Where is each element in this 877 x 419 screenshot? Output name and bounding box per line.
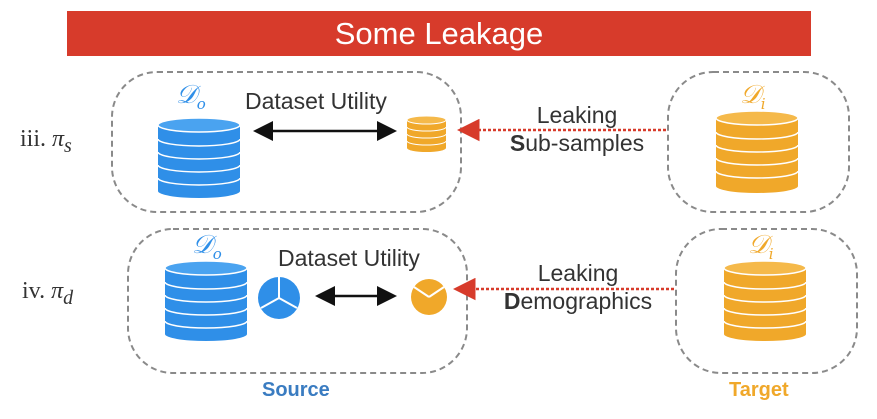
- row-label-iv: iv. πd: [22, 278, 74, 309]
- title-banner: Some Leakage: [67, 11, 811, 56]
- source-container-row1: [111, 71, 462, 213]
- source-database-icon: [164, 260, 248, 341]
- target-dataset-symbol: 𝒟i: [740, 80, 766, 114]
- source-dataset-symbol: 𝒟o: [192, 230, 222, 264]
- leak-label-row2: Leaking Demographics: [503, 260, 653, 314]
- target-database-icon: [715, 110, 799, 193]
- source-container-row2: [127, 228, 468, 374]
- source-dataset-symbol: 𝒟o: [176, 80, 206, 114]
- source-label: Source: [262, 379, 330, 401]
- dataset-utility-label: Dataset Utility: [278, 245, 420, 271]
- source-demographics-pie-icon: [258, 277, 300, 319]
- source-database-icon: [157, 117, 241, 198]
- target-database-icon: [723, 260, 807, 341]
- target-container-row1: [667, 71, 850, 213]
- target-label: Target: [729, 379, 789, 401]
- row-label-iii: iii. πs: [20, 126, 72, 157]
- subsample-database-icon: [406, 115, 447, 152]
- target-container-row2: [675, 228, 858, 374]
- target-dataset-symbol: 𝒟i: [748, 230, 774, 264]
- banner-title: Some Leakage: [334, 15, 544, 51]
- dataset-utility-label: Dataset Utility: [245, 88, 387, 114]
- leaked-demographics-pie-icon: [411, 279, 447, 315]
- leak-label-row1: Leaking Sub-samples: [509, 102, 645, 156]
